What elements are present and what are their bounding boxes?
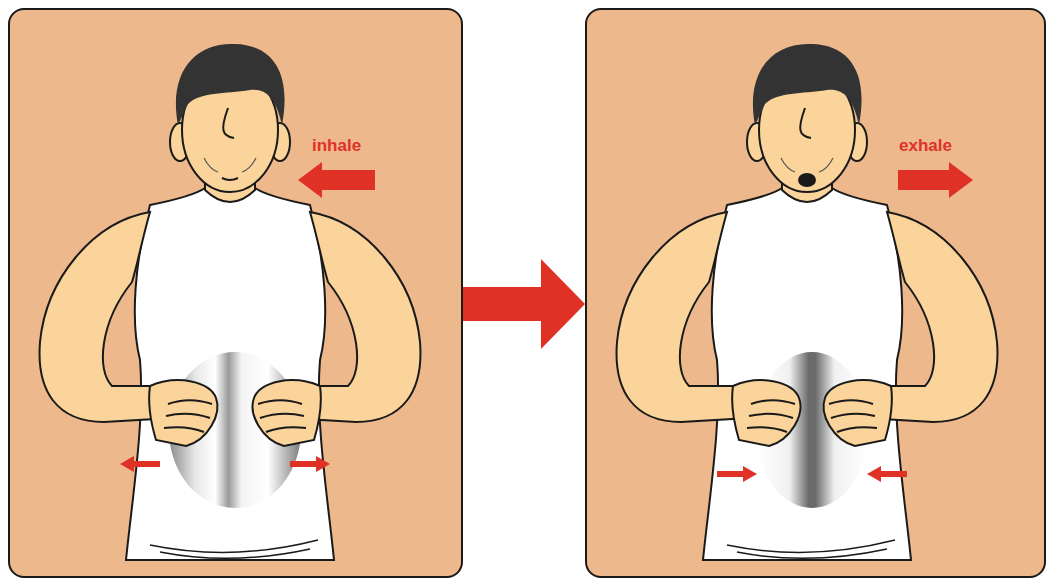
panel: inhale	[8, 8, 463, 578]
panel: exhale	[585, 8, 1046, 578]
breath-label: inhale	[312, 136, 361, 156]
breath-label: exhale	[899, 136, 952, 156]
sequence-arrow	[463, 259, 585, 349]
